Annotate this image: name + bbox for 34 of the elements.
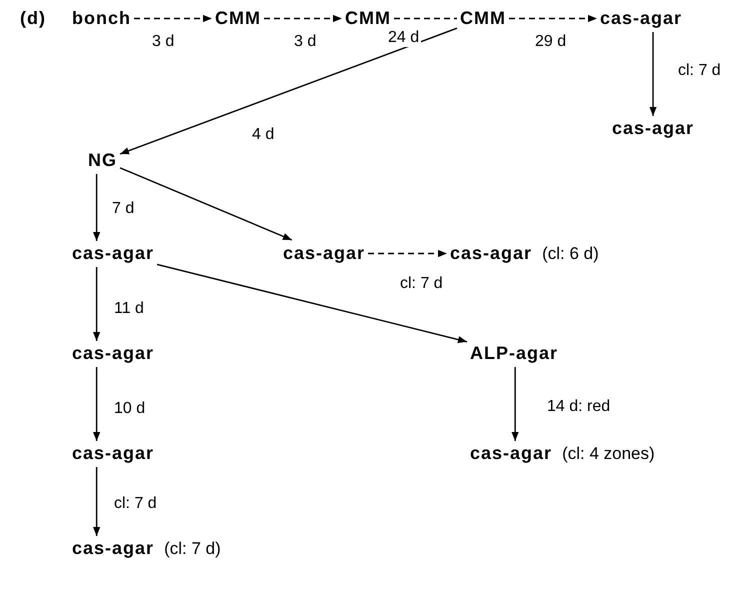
arrow xyxy=(93,174,100,241)
medium-label: cas-agar xyxy=(450,243,532,264)
medium-label: CMM xyxy=(460,8,506,29)
medium-label: cas-agar xyxy=(72,538,154,559)
medium-label: cas-agar xyxy=(72,243,154,264)
medium-label: cas-agar xyxy=(283,243,366,264)
note-text: (cl: 6 d) xyxy=(542,244,599,264)
panel-label: (d) xyxy=(20,8,46,29)
arrow xyxy=(93,467,100,536)
arrow xyxy=(93,267,100,341)
note-text: (cl: 7 d) xyxy=(164,539,221,559)
medium-label: ALP-agar xyxy=(470,343,558,364)
medium-label: NG xyxy=(88,150,117,171)
medium-label: cas-agar xyxy=(600,8,682,29)
arrow xyxy=(649,32,657,116)
medium-label: cas-agar xyxy=(72,343,154,364)
arrow xyxy=(512,367,519,441)
connector-line xyxy=(394,18,457,20)
medium-label: cas-agar xyxy=(470,443,552,464)
arrow xyxy=(93,367,100,441)
arrow xyxy=(134,14,212,22)
arrow xyxy=(120,167,292,241)
arrow xyxy=(368,250,447,258)
medium-label: bonch xyxy=(72,8,131,29)
medium-label: cas-agar xyxy=(612,118,694,139)
medium-label: CMM xyxy=(215,8,261,29)
medium-label: cas-agar xyxy=(72,443,154,464)
note-text: (cl: 4 zones) xyxy=(562,444,655,464)
arrow xyxy=(509,14,597,22)
arrow xyxy=(264,14,342,22)
edge-label: 24 d xyxy=(386,29,422,47)
arrow xyxy=(120,28,458,155)
arrow xyxy=(156,264,468,344)
medium-label: CMM xyxy=(345,8,391,29)
